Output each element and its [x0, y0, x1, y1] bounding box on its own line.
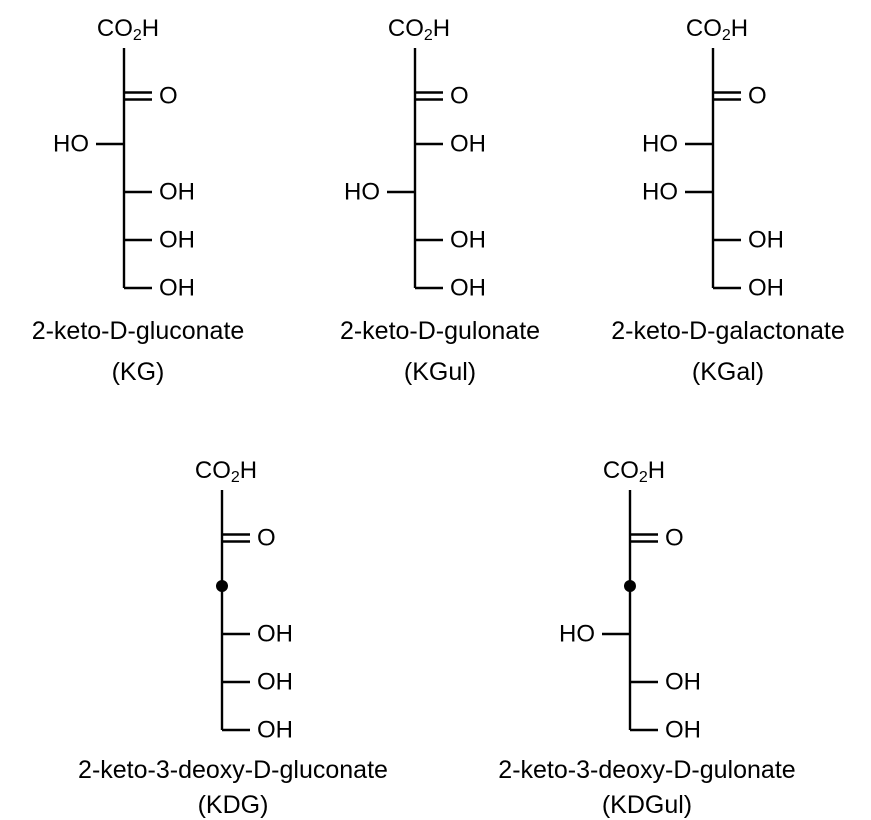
compound-name: 2-keto-3-deoxy-D-gluconate: [78, 756, 388, 784]
carboxyl-label: CO2H: [603, 457, 665, 486]
compound-abbreviation: (KGal): [692, 358, 764, 386]
carboxyl-subscript: 2: [424, 27, 433, 44]
structure-kdg: CO2H O OH OH OH 2-keto-3-deoxy-D-gluconate (KD…: [78, 457, 388, 820]
structure-kdgul: CO2HOHOOHOH2-keto-3-deoxy-D-gulonate(KDG…: [498, 457, 795, 820]
carboxyl-prefix: CO: [603, 457, 639, 484]
hydroxyl-label: HO: [559, 621, 595, 648]
keto-oxygen-label: O: [450, 83, 469, 110]
hydroxyl-label: HO: [642, 131, 678, 158]
carboxyl-subscript: 2: [133, 27, 142, 44]
terminal-hydroxyl-label: OH: [450, 275, 486, 302]
compound-abbreviation: (KGul): [404, 358, 476, 386]
deoxy-carbon-dot: [624, 580, 636, 592]
carboxyl-prefix: CO: [97, 15, 133, 42]
hydroxyl-label: OH: [257, 669, 293, 696]
carboxyl-suffix: H: [731, 15, 748, 42]
keto-oxygen-label: O: [665, 525, 684, 552]
carboxyl-suffix: H: [648, 457, 665, 484]
carboxyl-suffix: H: [433, 15, 450, 42]
carboxyl-label: CO2H: [388, 15, 450, 44]
hydroxyl-label: OH: [257, 621, 293, 648]
hydroxyl-label: OH: [665, 669, 701, 696]
carboxyl-subscript: 2: [639, 469, 648, 486]
compound-abbreviation: (KDGul): [602, 791, 692, 819]
carboxyl-subscript: 2: [231, 469, 240, 486]
hydroxyl-label: OH: [159, 179, 195, 206]
carboxyl-subscript: 2: [722, 27, 731, 44]
terminal-hydroxyl-label: OH: [748, 275, 784, 302]
compound-name: 2-keto-3-deoxy-D-gulonate: [498, 756, 795, 784]
hydroxyl-label: OH: [159, 227, 195, 254]
compound-name: 2-keto-D-gulonate: [340, 317, 540, 345]
hydroxyl-label: OH: [450, 227, 486, 254]
carboxyl-label: CO2H: [686, 15, 748, 44]
deoxy-carbon-dot: [216, 580, 228, 592]
carboxyl-prefix: CO: [686, 15, 722, 42]
hydroxyl-label: HO: [344, 179, 380, 206]
carboxyl-label: CO2H: [195, 457, 257, 486]
hydroxyl-label: OH: [748, 227, 784, 254]
hydroxyl-label: HO: [53, 131, 89, 158]
hydroxyl-label: OH: [450, 131, 486, 158]
carboxyl-prefix: CO: [195, 457, 231, 484]
terminal-hydroxyl-label: OH: [159, 275, 195, 302]
carboxyl-prefix: CO: [388, 15, 424, 42]
keto-oxygen-label: O: [748, 83, 767, 110]
carboxyl-suffix: H: [240, 457, 257, 484]
compound-name: 2-keto-D-galactonate: [611, 317, 844, 345]
carboxyl-suffix: H: [142, 15, 159, 42]
compound-abbreviation: (KG): [112, 358, 165, 386]
compound-name: 2-keto-D-gluconate: [32, 317, 245, 345]
compound-abbreviation: (KDG): [198, 791, 269, 819]
keto-oxygen-label: O: [159, 83, 178, 110]
terminal-hydroxyl-label: OH: [257, 717, 293, 744]
keto-oxygen-label: O: [257, 525, 276, 552]
hydroxyl-label: HO: [642, 179, 678, 206]
carboxyl-label: CO2H: [97, 15, 159, 44]
terminal-hydroxyl-label: OH: [665, 717, 701, 744]
